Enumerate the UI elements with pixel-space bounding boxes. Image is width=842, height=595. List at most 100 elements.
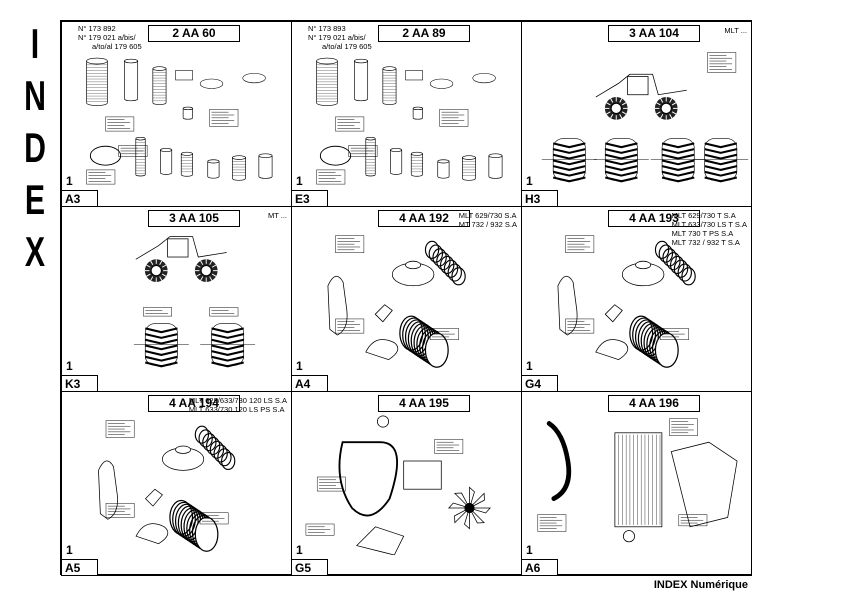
filter-part-icon [258, 153, 273, 179]
section-drawing [64, 229, 289, 371]
grid-position-label: H3 [522, 190, 558, 206]
part-label-block-icon [199, 512, 229, 525]
tyre-icon [194, 259, 218, 283]
part-label-block-icon [678, 514, 708, 527]
fan-blade-icon [453, 492, 470, 509]
fan-drive-assembly-icon [338, 415, 492, 556]
part-label-block-icon [439, 109, 469, 127]
part-label-block-icon [86, 169, 116, 185]
part-label-block-icon [209, 109, 239, 127]
index-letter: N [24, 72, 46, 119]
parts-drawing-icon [86, 57, 273, 185]
parts-drawing-icon [541, 52, 749, 183]
part-label-block-icon [565, 235, 595, 253]
telehandler-icon [135, 236, 227, 260]
tread-tyre-icon [133, 323, 189, 368]
footer-label: INDEX Numérique [653, 579, 748, 591]
section-drawing [524, 414, 749, 555]
filter-part-icon [488, 153, 503, 179]
section-drawing [524, 44, 749, 186]
section-drawing [64, 44, 289, 186]
tread-tyre-icon [200, 323, 256, 368]
fan-blade-icon [469, 507, 485, 524]
filter-part-icon [207, 159, 220, 179]
model-line: MLT 629/730 T S.A [671, 211, 736, 220]
filter-part-icon [86, 57, 108, 106]
model-line: MLT 629/633/730 120 LS S.A [188, 396, 287, 405]
page-number: 1 [296, 359, 303, 373]
model-line: MLT 629/730 S.A [458, 211, 517, 220]
page-number: 1 [296, 174, 303, 188]
grid-position-label: K3 [62, 375, 98, 391]
filter-part-icon [410, 151, 423, 177]
page-number: 1 [66, 543, 73, 557]
tyre-icon [654, 97, 678, 120]
reference-line: N° 179 021 a/bis/ [78, 33, 136, 42]
fan-blade-icon [454, 507, 470, 524]
parts-drawing-icon [305, 415, 492, 556]
part-label-block-icon [105, 420, 135, 438]
filter-part-icon [182, 106, 193, 120]
parts-drawing-icon [537, 418, 738, 543]
belt-icon [472, 73, 496, 84]
index-vertical-title: I N D E X [18, 18, 52, 278]
grid-position-label: A3 [62, 190, 98, 206]
filter-part-icon [382, 66, 397, 105]
parts-drawing-icon [316, 57, 503, 185]
grid-position-label: A4 [292, 375, 328, 391]
part-label-block-icon [348, 145, 378, 157]
tread-tyre-icon [593, 138, 649, 183]
page-number: 1 [526, 174, 533, 188]
air-intake-assembly-icon [98, 425, 236, 552]
filter-part-icon [462, 155, 476, 181]
belt-icon [199, 78, 224, 89]
index-letter: X [24, 228, 46, 275]
reference-line: N° 173 892 [78, 24, 116, 33]
part-label-block-icon [316, 169, 346, 185]
filter-part-icon [316, 57, 338, 106]
tread-tyre-icon [650, 138, 706, 183]
section-drawing [294, 44, 519, 186]
model-line: MLT 633/730 120 LS PS S.A [188, 405, 285, 414]
grid-position-label: G4 [522, 375, 558, 391]
part-label-block-icon [335, 318, 365, 334]
panel-filter-icon [175, 70, 193, 81]
air-cover-icon [89, 145, 122, 166]
page-number: 1 [526, 359, 533, 373]
section-code: 4 AA 195 [378, 395, 470, 412]
grid-position-label: A6 [522, 559, 558, 575]
reference-line: a/to/al 179 605 [322, 42, 372, 51]
filter-part-icon [124, 58, 139, 102]
fan-blade-icon [447, 502, 470, 509]
parts-drawing-icon [98, 420, 236, 552]
page-number: 1 [66, 174, 73, 188]
reference-line: N° 179 021 a/bis/ [308, 33, 366, 42]
model-line: MLT 730 T PS S.A [671, 229, 734, 238]
part-label-block-icon [707, 52, 737, 73]
filter-part-icon [412, 106, 423, 120]
part-label-block-icon [537, 514, 567, 532]
grid-position-label: E3 [292, 190, 328, 206]
index-letter: D [24, 124, 46, 171]
tread-tyre-icon [541, 138, 597, 183]
section-code: 2 AA 60 [148, 25, 240, 42]
radiator-assembly-icon [546, 421, 738, 543]
section-drawing [524, 229, 749, 371]
filter-part-icon [390, 148, 403, 175]
fan-blade-icon [469, 486, 475, 509]
parts-drawing-icon [133, 236, 256, 368]
part-label-block-icon [434, 439, 464, 454]
